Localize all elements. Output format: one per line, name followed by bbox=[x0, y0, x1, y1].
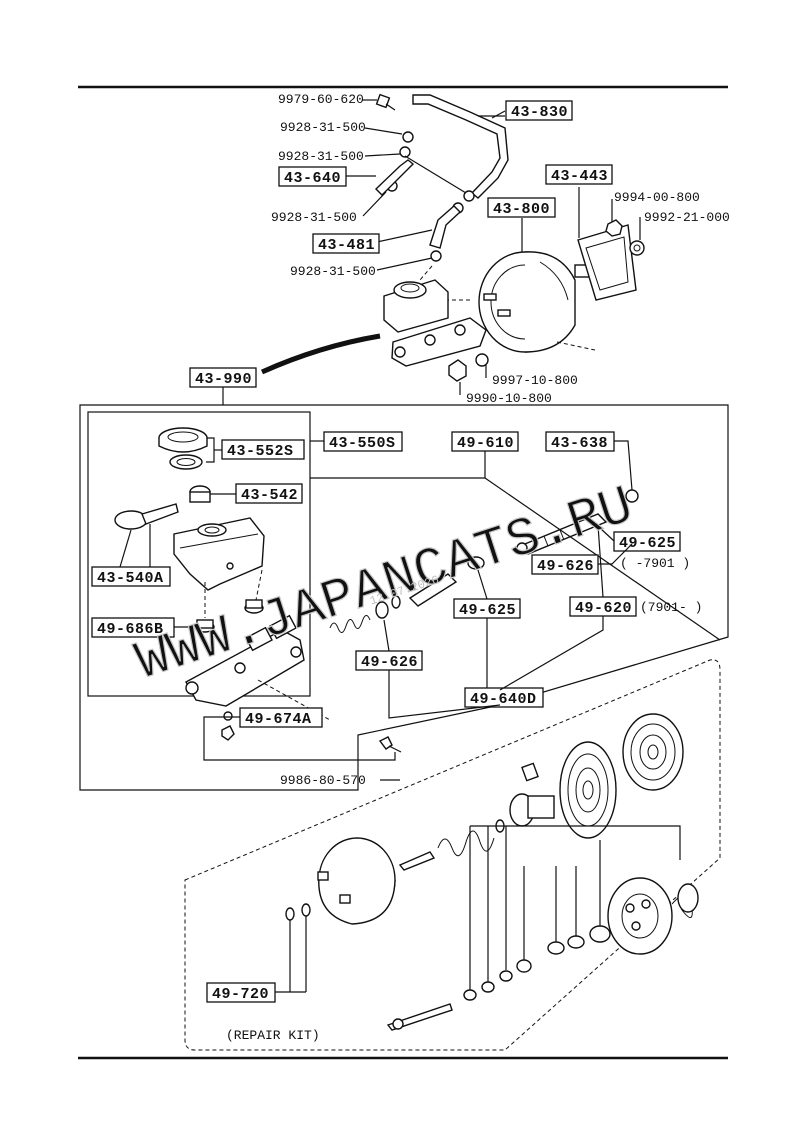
label-49-620: 49-620 bbox=[575, 600, 632, 617]
reservoir-band-icon bbox=[114, 503, 179, 530]
primary-piston-icon bbox=[516, 489, 639, 555]
label-9997-10-800: 9997-10-800 bbox=[492, 373, 578, 388]
label-range-after-7901: (7901- ) bbox=[640, 600, 702, 615]
reservoir-cap-icon bbox=[158, 427, 208, 453]
label-9928-31-500-b: 9928-31-500 bbox=[278, 149, 364, 164]
label-9928-31-500-d: 9928-31-500 bbox=[290, 264, 376, 279]
secondary-piston-icon bbox=[408, 556, 485, 607]
label-49-674A: 49-674A bbox=[245, 711, 312, 728]
label-repair-kit: (REPAIR KIT) bbox=[226, 1028, 320, 1043]
label-49-640D: 49-640D bbox=[470, 691, 537, 708]
label-49-626-lower: 49-626 bbox=[361, 654, 418, 671]
strainer-icon bbox=[189, 485, 211, 503]
label-49-625-upper: 49-625 bbox=[619, 535, 676, 552]
label-range-before-7901: ( -7901 ) bbox=[620, 556, 690, 571]
label-9979-60-620: 9979-60-620 bbox=[278, 92, 364, 107]
spring-icon bbox=[329, 595, 401, 633]
label-43-481: 43-481 bbox=[318, 237, 375, 254]
repair-kit-frame bbox=[184, 659, 721, 1051]
brake-booster-43-800 bbox=[435, 187, 645, 395]
booster-rear-shell-icon bbox=[607, 877, 673, 955]
label-49-625-lower: 49-625 bbox=[459, 602, 516, 619]
label-9986-80-570: 9986-80-570 bbox=[280, 773, 366, 788]
label-9928-31-500-a: 9928-31-500 bbox=[280, 120, 366, 135]
label-43-540A: 43-540A bbox=[97, 570, 164, 587]
booster-spring-icon bbox=[437, 830, 495, 857]
master-cylinder-assembly bbox=[260, 265, 487, 375]
screw-icon bbox=[378, 736, 402, 753]
label-9990-10-800: 9990-10-800 bbox=[466, 391, 552, 406]
valve-body-icon bbox=[509, 762, 555, 827]
label-43-640: 43-640 bbox=[284, 170, 341, 187]
assembly-frame-43-990 bbox=[79, 404, 729, 791]
label-49-610: 49-610 bbox=[457, 435, 514, 452]
bolt-icon bbox=[375, 93, 396, 111]
diaphragm-icon bbox=[559, 741, 617, 839]
label-49-720: 49-720 bbox=[212, 986, 269, 1003]
label-43-443: 43-443 bbox=[551, 168, 608, 185]
grommet-icon bbox=[195, 599, 264, 633]
reservoir-tank-icon bbox=[173, 517, 265, 591]
diaphragm-plate-icon bbox=[622, 713, 684, 791]
label-43-990: 43-990 bbox=[195, 371, 252, 388]
seal-ring-icon bbox=[169, 454, 203, 470]
label-49-686B: 49-686B bbox=[97, 621, 164, 638]
label-9994-00-800: 9994-00-800 bbox=[614, 190, 700, 205]
valve-rod-icon bbox=[386, 1003, 453, 1031]
label-9928-31-500-c: 9928-31-500 bbox=[271, 210, 357, 225]
label-43-542: 43-542 bbox=[241, 487, 298, 504]
label-43-638: 43-638 bbox=[551, 435, 608, 452]
vacuum-hose-group bbox=[346, 93, 509, 271]
booster-front-shell-icon bbox=[317, 837, 396, 925]
master-cylinder-body-icon bbox=[185, 614, 305, 707]
label-43-800: 43-800 bbox=[493, 201, 550, 218]
label-9992-21-000: 9992-21-000 bbox=[644, 210, 730, 225]
label-43-830: 43-830 bbox=[511, 104, 568, 121]
label-43-550S: 43-550S bbox=[329, 435, 396, 452]
label-49-626-upper: 49-626 bbox=[537, 558, 594, 575]
label-43-552S: 43-552S bbox=[227, 443, 294, 460]
